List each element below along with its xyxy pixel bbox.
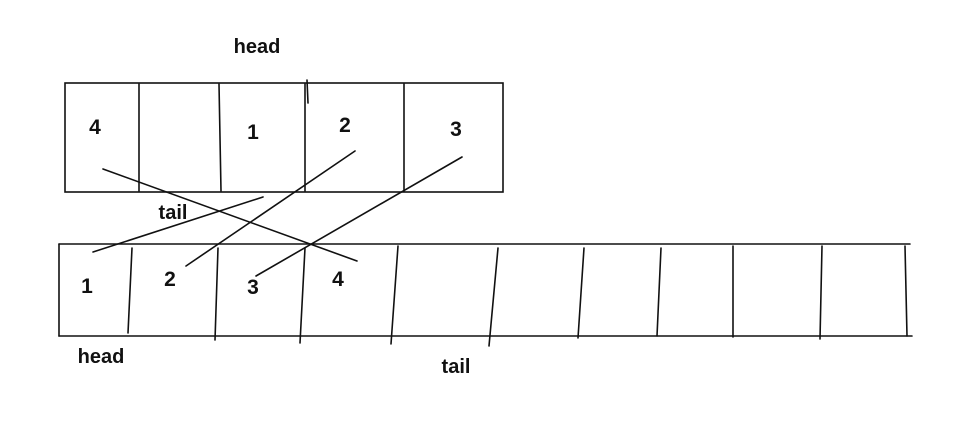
new-array-divider	[488, 247, 499, 347]
new-cell-value: 2	[164, 268, 176, 291]
new-array-divider	[214, 247, 219, 341]
old-array-head-tick	[306, 79, 309, 104]
old-array-frame	[64, 82, 504, 193]
new-tail-label: tail	[442, 356, 471, 378]
new-head-label: head	[78, 346, 125, 368]
new-array-divider	[127, 247, 133, 334]
old-array: 4 1 2 3	[64, 79, 504, 193]
old-array-divider	[218, 83, 222, 192]
old-cell-value: 2	[339, 114, 351, 137]
copy-mapping-lines	[92, 150, 463, 277]
new-array-divider	[819, 245, 823, 340]
mapping-line-3	[255, 156, 463, 277]
old-cell-value: 3	[450, 118, 462, 141]
new-array: 1 2 3 4	[58, 243, 913, 347]
mapping-line-1	[92, 196, 264, 253]
new-array-divider	[390, 245, 399, 345]
old-tail-label: tail	[159, 202, 188, 224]
old-cell-value: 1	[247, 121, 259, 144]
new-cell-value: 3	[247, 276, 259, 299]
new-array-divider	[656, 247, 662, 337]
new-cell-value: 4	[332, 268, 344, 291]
new-array-divider	[904, 245, 908, 337]
old-cell-value: 4	[89, 116, 101, 139]
mapping-line-4	[102, 168, 358, 262]
mapping-line-2	[185, 150, 356, 267]
new-array-divider	[577, 247, 585, 339]
old-head-label: head	[234, 36, 281, 58]
new-array-divider	[299, 247, 306, 344]
new-cell-value: 1	[81, 275, 93, 298]
